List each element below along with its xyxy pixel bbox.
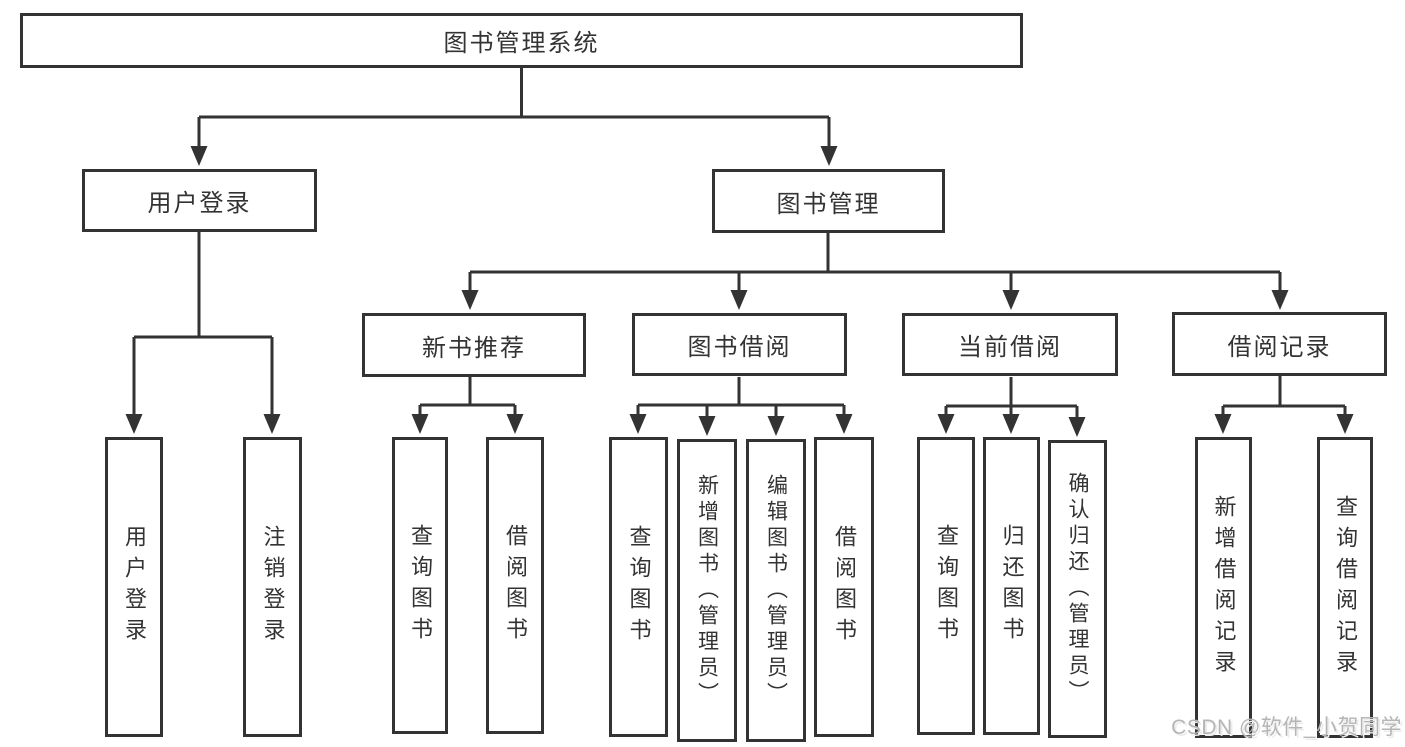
arrow-down-icon xyxy=(1214,414,1232,434)
connector-borrow-record-children xyxy=(1214,375,1354,434)
arrow-down-icon xyxy=(767,416,785,436)
connector-root-to-level2 xyxy=(190,68,838,166)
connector-book-borrow-children xyxy=(629,377,853,436)
leaf-add-book-admin-label: 新增图书（管理员） xyxy=(695,473,719,708)
leaf-confirm-return-admin: 确认归还（管理员） xyxy=(1048,440,1107,738)
connector-current-borrow-children xyxy=(937,377,1086,437)
node-root-label: 图书管理系统 xyxy=(443,30,600,57)
arrow-down-icon xyxy=(1336,414,1354,434)
arrow-down-icon xyxy=(835,414,853,434)
leaf-query-books-3: 查询图书 xyxy=(917,437,975,735)
arrow-down-icon xyxy=(1068,417,1086,437)
leaf-query-books-2: 查询图书 xyxy=(609,437,668,737)
leaf-borrow-books-1: 借阅图书 xyxy=(486,437,544,734)
arrow-down-icon xyxy=(730,290,748,310)
leaf-confirm-return-admin-label: 确认归还（管理员） xyxy=(1066,472,1089,706)
node-current-borrow: 当前借阅 xyxy=(902,313,1118,376)
leaf-query-books-2-label: 查询图书 xyxy=(626,525,652,649)
leaf-edit-book-admin-label: 编辑图书（管理员） xyxy=(764,473,788,708)
arrow-down-icon xyxy=(820,146,838,166)
node-user-login-label: 用户登录 xyxy=(147,190,252,217)
arrow-down-icon xyxy=(125,414,143,434)
node-book-borrow: 图书借阅 xyxy=(632,313,847,376)
arrow-down-icon xyxy=(1271,290,1289,310)
csdn-watermark: CSDN @软件_小贺同学 xyxy=(1171,716,1402,739)
leaf-add-borrow-record-label: 新增借阅记录 xyxy=(1211,494,1237,681)
arrow-down-icon xyxy=(937,414,955,434)
arrow-down-icon xyxy=(506,414,524,434)
node-user-login: 用户登录 xyxy=(82,169,317,232)
leaf-borrow-books-2: 借阅图书 xyxy=(814,437,874,737)
arrow-down-icon xyxy=(629,414,647,434)
leaf-return-books-label: 归还图书 xyxy=(999,524,1025,648)
node-book-management: 图书管理 xyxy=(712,169,945,233)
leaf-add-borrow-record: 新增借阅记录 xyxy=(1195,437,1252,738)
leaf-return-books: 归还图书 xyxy=(983,437,1040,735)
leaf-borrow-books-2-label: 借阅图书 xyxy=(832,525,857,649)
leaf-add-book-admin: 新增图书（管理员） xyxy=(677,439,737,742)
leaf-edit-book-admin: 编辑图书（管理员） xyxy=(746,439,806,742)
node-root: 图书管理系统 xyxy=(20,13,1023,68)
leaf-logout: 注销登录 xyxy=(243,437,302,737)
leaf-query-books-1-label: 查询图书 xyxy=(408,523,433,648)
arrow-down-icon xyxy=(190,146,208,166)
leaf-user-login-label: 用户登录 xyxy=(122,525,147,649)
node-new-book-recommend-label: 新书推荐 xyxy=(422,334,526,362)
node-borrow-record: 借阅记录 xyxy=(1172,312,1387,376)
arrow-down-icon xyxy=(411,414,429,434)
node-borrow-record-label: 借阅记录 xyxy=(1227,333,1332,361)
leaf-query-books-3-label: 查询图书 xyxy=(934,524,959,648)
leaf-logout-label: 注销登录 xyxy=(260,525,286,649)
node-book-management-label: 图书管理 xyxy=(776,190,881,218)
leaf-query-borrow-record: 查询借阅记录 xyxy=(1317,437,1373,738)
connector-book-management-sections xyxy=(461,233,1289,310)
leaf-query-books-1: 查询图书 xyxy=(392,437,448,734)
connector-user-login-children xyxy=(125,232,281,434)
arrow-down-icon xyxy=(461,290,479,310)
leaf-borrow-books-1-label: 借阅图书 xyxy=(503,523,528,648)
node-new-book-recommend: 新书推荐 xyxy=(362,313,586,377)
arrow-down-icon xyxy=(263,414,281,434)
arrow-down-icon xyxy=(1002,414,1020,434)
node-current-borrow-label: 当前借阅 xyxy=(958,334,1062,361)
arrow-down-icon xyxy=(698,416,716,436)
node-book-borrow-label: 图书借阅 xyxy=(687,334,792,361)
leaf-user-login: 用户登录 xyxy=(105,437,163,737)
arrow-down-icon xyxy=(1002,290,1020,310)
connector-new-book-children xyxy=(411,377,524,434)
leaf-query-borrow-record-label: 查询借阅记录 xyxy=(1333,494,1358,681)
